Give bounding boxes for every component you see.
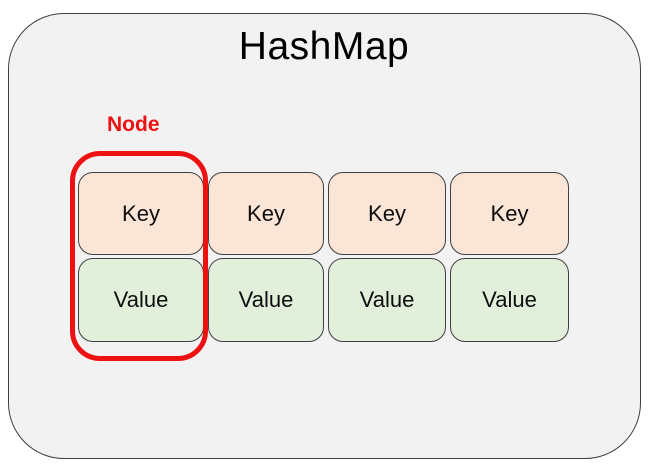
key-cell: Key: [328, 172, 446, 255]
diagram-title: HashMap: [238, 25, 410, 68]
value-cell: Value: [208, 258, 324, 342]
key-cell: Key: [208, 172, 324, 255]
key-cell: Key: [78, 172, 204, 255]
node-label: Node: [107, 113, 160, 136]
value-cell: Value: [450, 258, 569, 342]
value-cell: Value: [78, 258, 204, 342]
value-cell: Value: [328, 258, 446, 342]
key-cell: Key: [450, 172, 569, 255]
